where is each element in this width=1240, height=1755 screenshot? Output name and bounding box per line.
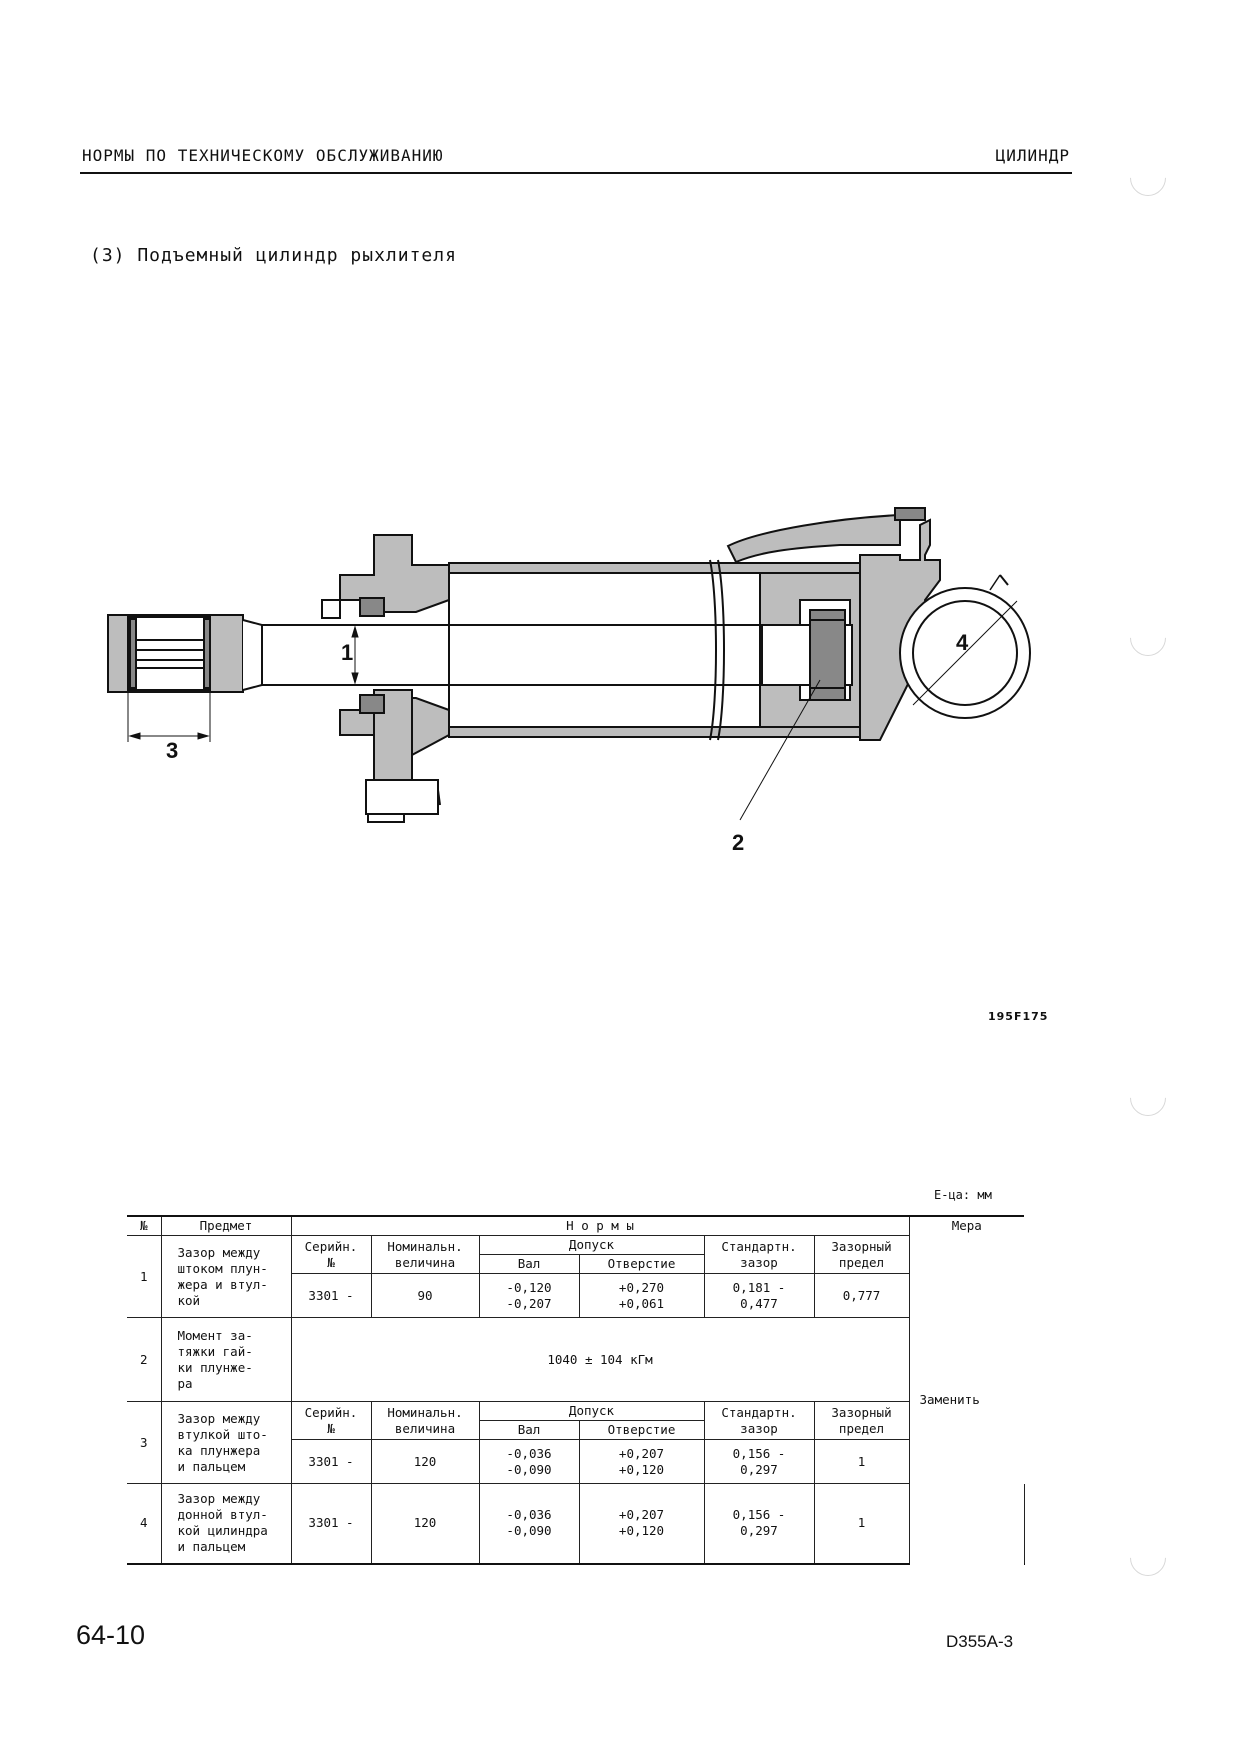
callout-4: 4 (956, 630, 969, 655)
piston (759, 572, 861, 728)
row3-std-head: Стандартн. зазор (703, 1401, 815, 1440)
page-number: 64-10 (76, 1620, 146, 1650)
row3-nominal-head: Номинальн. величина (370, 1401, 480, 1440)
row3-limit: 1 (813, 1439, 910, 1484)
row1-serial-head: Серийн. № (290, 1235, 372, 1274)
rod-eye (107, 614, 244, 693)
cylinder-drawing: 1 2 3 4 (107, 507, 1031, 855)
row3-hole-head: Отверстие (578, 1420, 705, 1440)
row2-torque: 1040 ± 104 кГм (290, 1317, 910, 1402)
col-item: Предмет (160, 1215, 292, 1236)
row4-std: 0,156 - 0,297 (703, 1483, 815, 1565)
row4-limit: 1 (813, 1483, 910, 1565)
row4-no: 4 (127, 1483, 162, 1565)
row1-std: 0,181 - 0,477 (703, 1273, 815, 1318)
unit-label: Е-ца: мм (934, 1188, 992, 1202)
row1-nominal-head: Номинальн. величина (370, 1235, 480, 1274)
cylinder-head (321, 534, 450, 823)
col-no: № (127, 1215, 162, 1236)
row4-nominal: 120 (370, 1483, 480, 1565)
row1-serial: 3301 - (290, 1273, 372, 1318)
row1-nominal: 90 (370, 1273, 480, 1318)
row4-item: Зазор между донной втул- кой цилиндра и … (160, 1483, 292, 1565)
row1-tolerance-head: Допуск (478, 1235, 705, 1255)
row1-limit: 0,777 (813, 1273, 910, 1318)
row3-limit-head: Зазорный предел (813, 1401, 910, 1440)
row1-shaft-head: Вал (478, 1254, 580, 1274)
callout-3: 3 (166, 738, 178, 763)
row2-item: Момент за- тяжки гай- ки плунже- ра (160, 1317, 292, 1402)
row4-hole: +0,207 +0,120 (578, 1483, 705, 1565)
callout-1: 1 (341, 640, 353, 665)
row1-limit-head: Зазорный предел (813, 1235, 910, 1274)
col-norms: Н о р м ы (290, 1215, 910, 1236)
row3-no: 3 (127, 1401, 162, 1484)
row1-shaft: -0,120 -0,207 (478, 1273, 580, 1318)
section-title: (3) Подъемный цилиндр рыхлителя (90, 245, 457, 266)
row3-std: 0,156 - 0,297 (703, 1439, 815, 1484)
action-label: Заменить (919, 1391, 980, 1407)
row1-hole: +0,270 +0,061 (578, 1273, 705, 1318)
row1-item: Зазор между штоком плун- жера и втул- ко… (160, 1235, 292, 1318)
row4-serial: 3301 - (290, 1483, 372, 1565)
bottom-eye (899, 574, 1031, 719)
row3-shaft-head: Вал (478, 1420, 580, 1440)
figure-code: 195F175 (988, 1010, 1049, 1023)
row3-item: Зазор между втулкой што- ка плунжера и п… (160, 1401, 292, 1484)
row3-hole: +0,207 +0,120 (578, 1439, 705, 1484)
row3-tolerance-head: Допуск (478, 1401, 705, 1421)
callout-2: 2 (732, 830, 744, 855)
header-left-title: НОРМЫ ПО ТЕХНИЧЕСКОМУ ОБСЛУЖИВАНИЮ (82, 146, 444, 165)
row2-no: 2 (127, 1317, 162, 1402)
row1-std-head: Стандартн. зазор (703, 1235, 815, 1274)
spec-table: № Предмет Н о р м ы Мера 1 Зазор между ш… (127, 1215, 1025, 1565)
header-rule (80, 172, 1072, 174)
row3-shaft: -0,036 -0,090 (478, 1439, 580, 1484)
piston-rod (261, 624, 763, 686)
header-right-title: ЦИЛИНДР (995, 146, 1070, 165)
punch-hole (1122, 1072, 1174, 1124)
cylinder-bottom (726, 507, 941, 741)
row4-shaft: -0,036 -0,090 (478, 1483, 580, 1565)
row1-hole-head: Отверстие (578, 1254, 705, 1274)
col-measure: Мера (908, 1215, 1025, 1236)
row3-nominal: 120 (370, 1439, 480, 1484)
row3-serial-head: Серийн. № (290, 1401, 372, 1440)
action-cell: Заменить (908, 1235, 1025, 1564)
punch-hole (1122, 1532, 1174, 1584)
row3-serial: 3301 - (290, 1439, 372, 1484)
row1-no: 1 (127, 1235, 162, 1318)
model-code: D355A-3 (946, 1632, 1014, 1651)
